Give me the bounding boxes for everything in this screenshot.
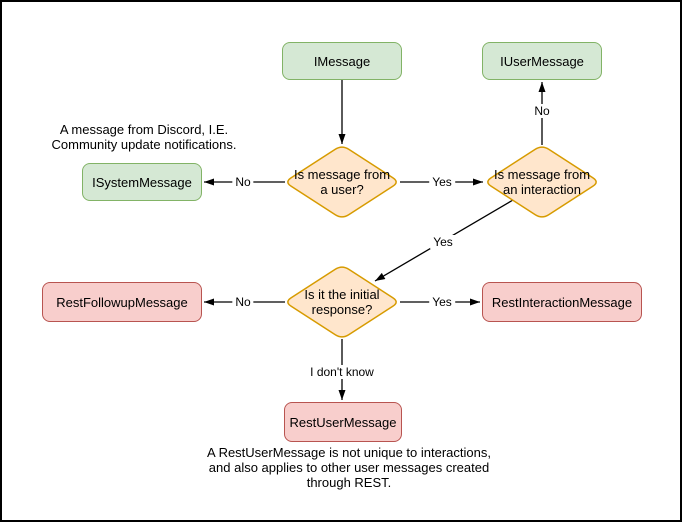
edge-label-user-no: No bbox=[232, 175, 254, 189]
edge-label-user-yes: Yes bbox=[429, 175, 455, 189]
annotation-rest-note: A RestUserMessage is not unique to inter… bbox=[189, 445, 509, 490]
decision-text-line: a user? bbox=[320, 182, 364, 197]
decision-is-initial-response-label: Is it the initial response? bbox=[282, 287, 402, 317]
node-isystemmessage-label: ISystemMessage bbox=[92, 174, 192, 190]
edge-label-initial-unknown: I don't know bbox=[307, 365, 377, 379]
annotation-line: through REST. bbox=[306, 475, 392, 490]
node-iusermessage-label: IUserMessage bbox=[500, 53, 584, 69]
node-restfollowupmessage: RestFollowupMessage bbox=[42, 282, 202, 322]
node-iusermessage: IUserMessage bbox=[482, 42, 602, 80]
node-restusermessage: RestUserMessage bbox=[284, 402, 402, 442]
node-imessage-label: IMessage bbox=[313, 53, 371, 69]
annotation-line: and also applies to other user messages … bbox=[208, 460, 490, 475]
decision-text-line: response? bbox=[311, 302, 373, 317]
node-restfollowupmessage-label: RestFollowupMessage bbox=[56, 294, 188, 310]
edge-label-initial-yes: Yes bbox=[429, 295, 455, 309]
annotation-line: Community update notifications. bbox=[51, 137, 237, 152]
annotation-line: A RestUserMessage is not unique to inter… bbox=[207, 445, 491, 460]
annotation-system-note: A message from Discord, I.E. Community u… bbox=[34, 122, 254, 152]
node-imessage: IMessage bbox=[282, 42, 402, 80]
edge-label-interaction-no: No bbox=[531, 104, 553, 118]
edge-label-interaction-yes: Yes bbox=[430, 235, 456, 249]
node-isystemmessage: ISystemMessage bbox=[82, 163, 202, 201]
edge-label-initial-no: No bbox=[232, 295, 254, 309]
decision-text-line: an interaction bbox=[502, 182, 582, 197]
decision-text-line: Is it the initial bbox=[304, 287, 380, 302]
node-restinteractionmessage-label: RestInteractionMessage bbox=[491, 294, 633, 310]
annotation-line: A message from Discord, I.E. bbox=[59, 122, 229, 137]
node-restinteractionmessage: RestInteractionMessage bbox=[482, 282, 642, 322]
decision-text-line: Is message from bbox=[493, 167, 591, 182]
decision-is-from-user-label: Is message from a user? bbox=[282, 167, 402, 197]
decision-is-from-interaction-label: Is message from an interaction bbox=[482, 167, 602, 197]
node-restusermessage-label: RestUserMessage bbox=[289, 414, 397, 430]
decision-text-line: Is message from bbox=[293, 167, 391, 182]
